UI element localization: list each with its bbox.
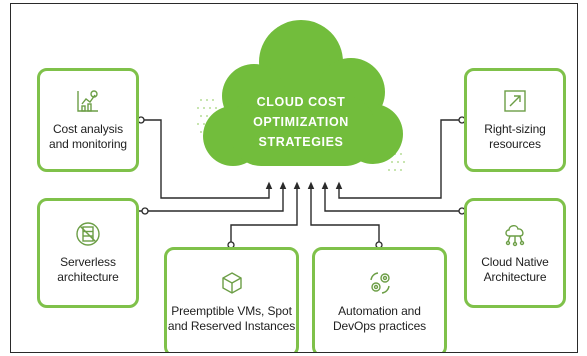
- resize-arrow-icon: [504, 90, 526, 112]
- strategy-label: Serverless architecture: [57, 255, 119, 284]
- strategy-label: Preemptible VMs, Spot and Reserved Insta…: [167, 304, 296, 333]
- no-server-icon: [76, 222, 100, 246]
- cloud-network-icon: [505, 225, 525, 247]
- strategy-label: Automation and DevOps practices: [332, 304, 427, 333]
- connector-automation: [307, 181, 380, 247]
- strategy-box-automation: Automation and DevOps practices: [312, 247, 447, 352]
- cloud-shape: [203, 20, 403, 166]
- strategy-label: Cloud Native Architecture: [481, 255, 549, 284]
- strategy-label: Cost analysis and monitoring: [49, 122, 127, 151]
- chart-icon: [77, 90, 98, 112]
- connector-cost: [139, 119, 273, 199]
- title-line-2: OPTIMIZATION: [253, 115, 349, 129]
- title-line-3: STRATEGIES: [258, 135, 344, 149]
- diagram-frame: CLOUD COST OPTIMIZATION STRATEGIES Cost …: [10, 3, 578, 353]
- strategy-box-cost-analysis: Cost analysis and monitoring: [37, 68, 139, 172]
- diagram-title: CLOUD COST OPTIMIZATION STRATEGIES: [226, 92, 376, 152]
- strategy-label: Right-sizing resources: [484, 122, 546, 151]
- connector-preemptible: [230, 181, 301, 247]
- connector-serverless: [139, 181, 287, 212]
- gears-icon: [369, 272, 390, 294]
- strategy-box-serverless: Serverless architecture: [37, 198, 139, 308]
- strategy-box-cloud-native: Cloud Native Architecture: [464, 198, 566, 308]
- cube-icon: [221, 272, 242, 294]
- strategy-box-right-sizing: Right-sizing resources: [464, 68, 566, 172]
- connector-rightsizing: [335, 119, 464, 199]
- connector-lines: [137, 20, 466, 249]
- strategy-box-preemptible: Preemptible VMs, Spot and Reserved Insta…: [164, 247, 299, 352]
- title-line-1: CLOUD COST: [256, 95, 346, 109]
- connector-cloudnative: [321, 181, 464, 212]
